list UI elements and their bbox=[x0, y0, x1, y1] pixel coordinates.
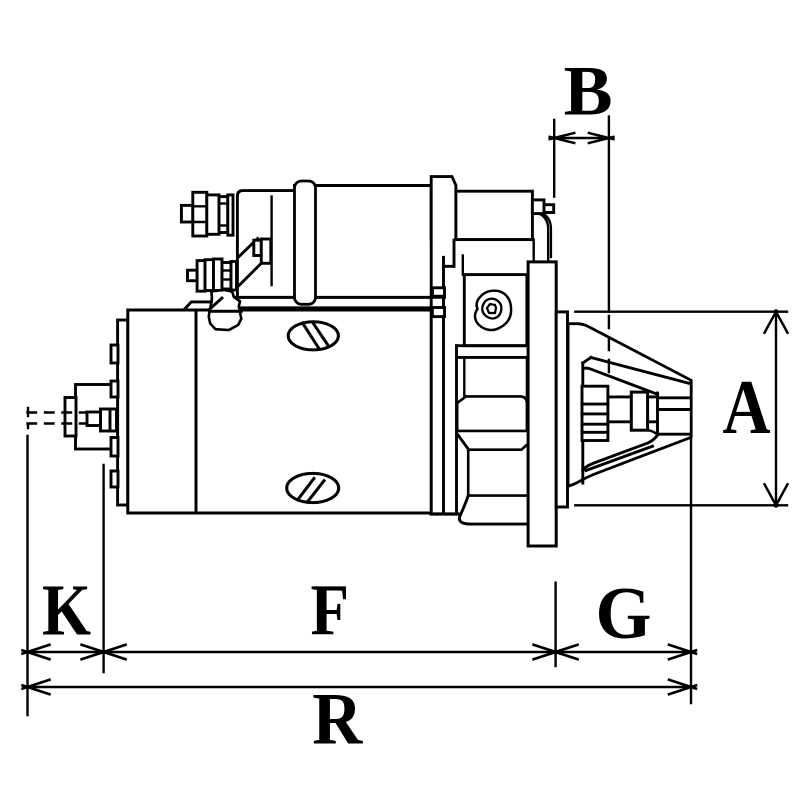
svg-text:A: A bbox=[723, 364, 771, 450]
svg-text:B: B bbox=[564, 52, 613, 130]
svg-text:F: F bbox=[311, 569, 350, 650]
svg-text:G: G bbox=[596, 573, 652, 655]
svg-text:R: R bbox=[312, 678, 363, 760]
svg-text:K: K bbox=[42, 570, 91, 651]
